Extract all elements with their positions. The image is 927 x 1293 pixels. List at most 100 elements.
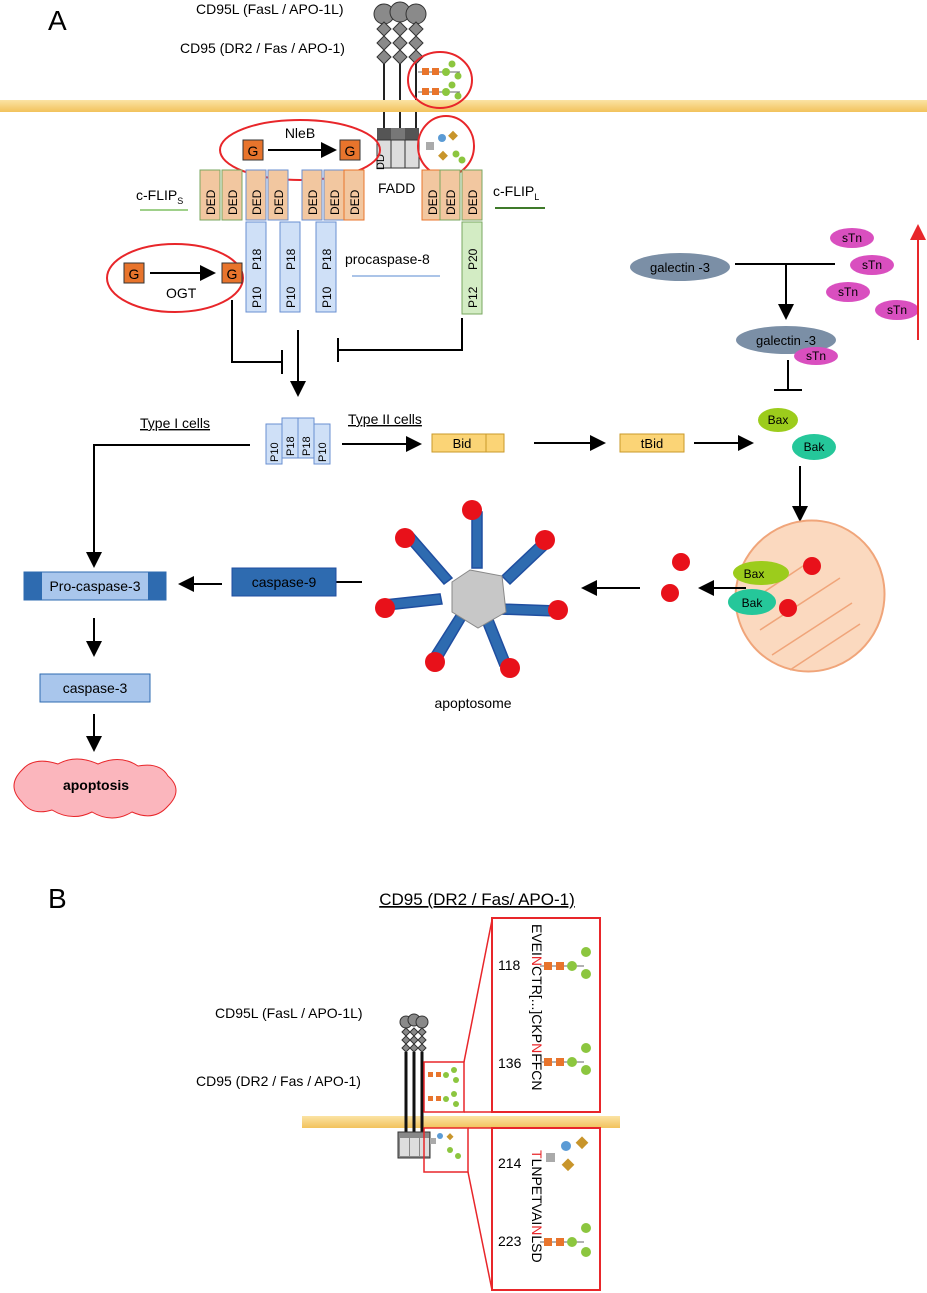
ogt-circle (106, 243, 244, 313)
svg-text:c-FLIPS: c-FLIPS (136, 187, 183, 206)
nleb-circle (219, 119, 381, 181)
svg-text:Bak: Bak (804, 440, 826, 454)
apoptosis-cloud (13, 758, 177, 819)
ded-strips (199, 169, 483, 221)
svg-text:P18: P18 (320, 248, 334, 270)
stn-glycans: sTn sTn sTn sTn (826, 228, 919, 320)
procaspase8-label: procaspase-8 (345, 251, 430, 267)
caspase3-box (39, 673, 151, 703)
svg-text:Bid: Bid (453, 436, 472, 451)
cflip-l-label: c-FLIPL (493, 183, 545, 209)
sequence-ext: EVEINCTR[...]CKPNFFCN (529, 924, 545, 1091)
svg-text:DED: DED (466, 189, 480, 215)
svg-text:caspase-9: caspase-9 (252, 574, 317, 590)
svg-text:sTn: sTn (838, 285, 858, 299)
panel-b-receptor: CD95 (DR2 / Fas / APO-1) (196, 1073, 361, 1089)
cd95l-ligand (373, 1, 427, 25)
apoptosome-heads (375, 500, 568, 678)
svg-text:P10: P10 (317, 442, 329, 462)
apoptosis-label: apoptosis (63, 777, 129, 793)
bak (792, 434, 836, 460)
svg-text:P18: P18 (301, 436, 313, 456)
apoptosome-hub (451, 569, 507, 629)
active-caspase8: P10 P18 P18 P10 (265, 417, 331, 465)
caspase9-box (231, 567, 337, 597)
ogt-label: OGT (166, 285, 197, 301)
apoptosome-label: apoptosome (434, 695, 511, 711)
svg-text:G: G (227, 266, 238, 282)
site-118: 118 (498, 957, 521, 973)
zoom-panel-extracellular (491, 917, 601, 1113)
fadd-label: FADD (378, 180, 415, 196)
svg-text:DED: DED (426, 189, 440, 215)
svg-text:DED: DED (204, 189, 218, 215)
g-box-3 (123, 262, 145, 284)
n-glycan-icon (418, 60, 462, 100)
sequence-int: TLNPETVAINLSD (529, 1150, 545, 1263)
g-label-2: G (345, 143, 356, 159)
svg-text:DED: DED (348, 189, 362, 215)
cd95-receptor (376, 21, 424, 65)
svg-text:DED: DED (272, 189, 286, 215)
svg-text:Bak: Bak (742, 596, 764, 610)
svg-text:Pro-caspase-3: Pro-caspase-3 (49, 578, 140, 594)
tbid-box (619, 433, 685, 453)
svg-text:sTn: sTn (887, 303, 907, 317)
nleb-label: NleB (285, 125, 315, 141)
svg-text:DED: DED (250, 189, 264, 215)
zoom-glycans (540, 947, 591, 1257)
glycan-zoom-box-ext (423, 1061, 465, 1113)
g-label-1: G (248, 143, 259, 159)
g-box-2 (339, 139, 361, 161)
bax (758, 408, 798, 432)
svg-text:P12: P12 (466, 286, 480, 308)
svg-text:caspase-3: caspase-3 (63, 680, 128, 696)
svg-text:c-FLIPL: c-FLIPL (493, 183, 539, 202)
svg-text:TLNPETVAINLSD: TLNPETVAINLSD (529, 1150, 545, 1263)
g-box-1 (242, 139, 264, 161)
membrane-a (0, 100, 927, 112)
o-glycan-icon (426, 130, 466, 164)
cflip-s-label: c-FLIPS (136, 187, 188, 211)
cd95-stalks (383, 64, 417, 130)
galectin3-free (630, 253, 730, 281)
ded-labels: DED DED DED DED DED DED DED DED DED DED (204, 189, 480, 215)
apoptosome (383, 511, 557, 667)
svg-text:DED: DED (444, 189, 458, 215)
cd95l-label: CD95L (FasL / APO-1L) (196, 1, 344, 17)
svg-text:G: G (129, 266, 140, 282)
svg-text:DED: DED (226, 189, 240, 215)
galectin3-bound (736, 326, 836, 354)
svg-text:galectin -3: galectin -3 (650, 260, 710, 275)
panel-a-letter: A (48, 5, 67, 36)
type1-label: Type I cells (140, 415, 210, 431)
glycan-zoom-box-int (423, 1127, 469, 1173)
panel-b-receptor-icon (397, 1013, 431, 1159)
procaspase8-domains: P18 P10 P18 P10 P18 P10 P20 P12 (245, 221, 483, 315)
death-domains: DD (375, 128, 420, 170)
svg-text:Bax: Bax (744, 567, 765, 581)
svg-text:Bax: Bax (768, 413, 789, 427)
zoom-panel-intracellular (491, 1127, 601, 1291)
pro-caspase3-box (23, 571, 167, 601)
svg-text:galectin -3: galectin -3 (756, 333, 816, 348)
cd95-label: CD95 (DR2 / Fas / APO-1) (180, 40, 345, 56)
svg-text:P10: P10 (320, 286, 334, 308)
svg-text:DD: DD (375, 154, 387, 170)
svg-text:P10: P10 (250, 286, 264, 308)
panel-b-ligand: CD95L (FasL / APO-1L) (215, 1005, 363, 1021)
panel-b-small-glycans (428, 1067, 461, 1159)
svg-text:DED: DED (328, 189, 342, 215)
svg-text:tBid: tBid (641, 436, 663, 451)
svg-text:EVEINCTR[...]CKPNFFCN: EVEINCTR[...]CKPNFFCN (529, 924, 545, 1091)
svg-text:P18: P18 (284, 248, 298, 270)
type2-label: Type II cells (348, 411, 422, 427)
membrane-b (302, 1116, 620, 1128)
svg-text:P10: P10 (269, 442, 281, 462)
cytochrome-c (661, 553, 821, 617)
svg-text:P18: P18 (250, 248, 264, 270)
svg-text:P20: P20 (466, 248, 480, 270)
panel-b-letter: B (48, 883, 67, 914)
svg-text:sTn: sTn (806, 349, 826, 363)
